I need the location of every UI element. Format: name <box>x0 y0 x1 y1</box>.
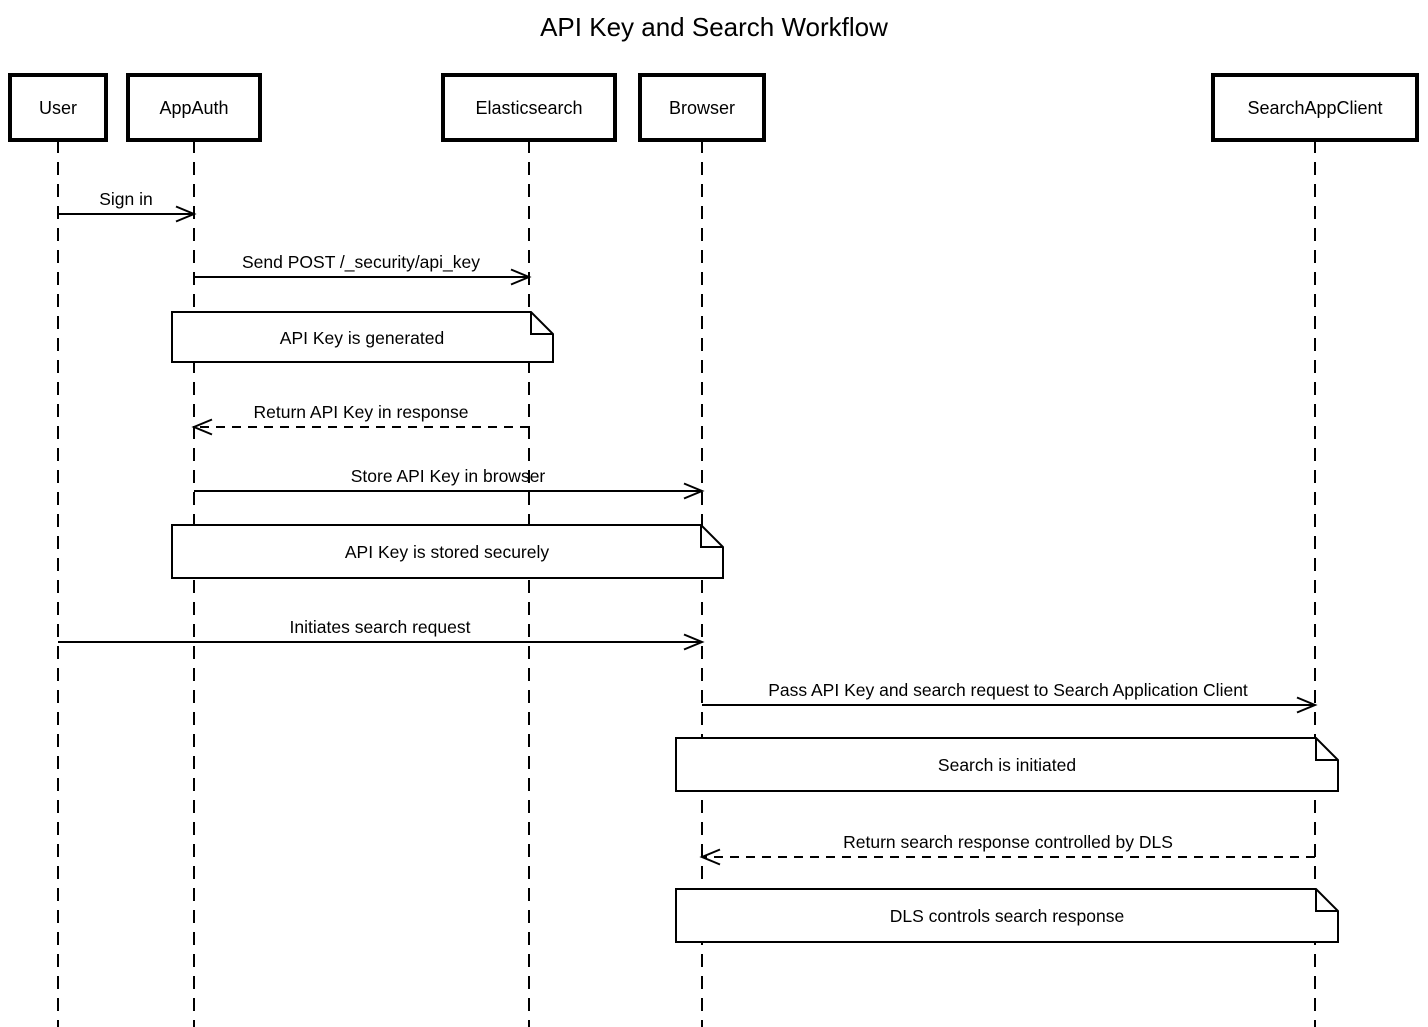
arrowhead-left-icon <box>191 418 213 436</box>
message-label: Return search response controlled by DLS <box>843 832 1173 852</box>
message-label: Pass API Key and search request to Searc… <box>768 680 1248 700</box>
message-store-api-key: Store API Key in browser <box>194 466 705 500</box>
participant-box-elasticsearch <box>441 73 617 142</box>
participant-box-appauth <box>126 73 262 142</box>
message-sign-in: Sign in <box>58 189 197 223</box>
message-return-search-response: Return search response controlled by DLS <box>699 832 1315 866</box>
note-body <box>171 524 724 579</box>
note-fold-corner <box>1315 738 1338 761</box>
note-api-key-stored-securely: API Key is stored securely <box>171 524 724 579</box>
message-label: Initiates search request <box>290 617 471 637</box>
arrowhead-right-icon <box>510 268 532 286</box>
note-fold-corner <box>1315 889 1338 912</box>
arrowhead-right-icon <box>683 482 705 500</box>
diagram-title: API Key and Search Workflow <box>540 12 888 42</box>
participant-browser: Browser <box>638 73 766 142</box>
note-body <box>171 311 554 363</box>
note-search-is-initiated: Search is initiated <box>675 737 1339 792</box>
arrowhead-left-icon <box>699 848 721 866</box>
participant-elasticsearch: Elasticsearch <box>441 73 617 142</box>
note-label: Search is initiated <box>938 755 1076 775</box>
message-send-post-api-key: Send POST /_security/api_key <box>194 252 532 286</box>
note-fold-corner <box>700 525 723 548</box>
note-label: DLS controls search response <box>890 906 1124 926</box>
participant-appauth: AppAuth <box>126 73 262 142</box>
participant-searchappclient: SearchAppClient <box>1211 73 1419 142</box>
participant-label-searchappclient: SearchAppClient <box>1247 98 1382 118</box>
participant-label-elasticsearch: Elasticsearch <box>475 98 582 118</box>
note-body <box>675 888 1339 943</box>
note-label: API Key is stored securely <box>345 542 549 562</box>
message-label: Store API Key in browser <box>351 466 546 486</box>
note-body <box>675 737 1339 792</box>
participant-label-appauth: AppAuth <box>159 98 228 118</box>
note-fold-corner <box>530 312 553 335</box>
participant-box-searchappclient <box>1211 73 1419 142</box>
message-pass-api-key: Pass API Key and search request to Searc… <box>702 680 1318 714</box>
arrowhead-right-icon <box>1296 696 1318 714</box>
message-label: Return API Key in response <box>254 402 469 422</box>
participant-box-browser <box>638 73 766 142</box>
message-return-api-key: Return API Key in response <box>191 402 529 436</box>
participant-user: User <box>8 73 108 142</box>
participant-label-browser: Browser <box>669 98 735 118</box>
arrowhead-right-icon <box>683 633 705 651</box>
message-label: Send POST /_security/api_key <box>242 252 480 273</box>
note-dls-controls-response: DLS controls search response <box>675 888 1339 943</box>
note-label: API Key is generated <box>280 328 444 348</box>
note-api-key-generated: API Key is generated <box>171 311 554 363</box>
message-initiates-search: Initiates search request <box>58 617 705 651</box>
participant-label-user: User <box>39 98 77 118</box>
participant-box-user <box>8 73 108 142</box>
message-label: Sign in <box>99 189 153 209</box>
arrowhead-right-icon <box>175 205 197 223</box>
